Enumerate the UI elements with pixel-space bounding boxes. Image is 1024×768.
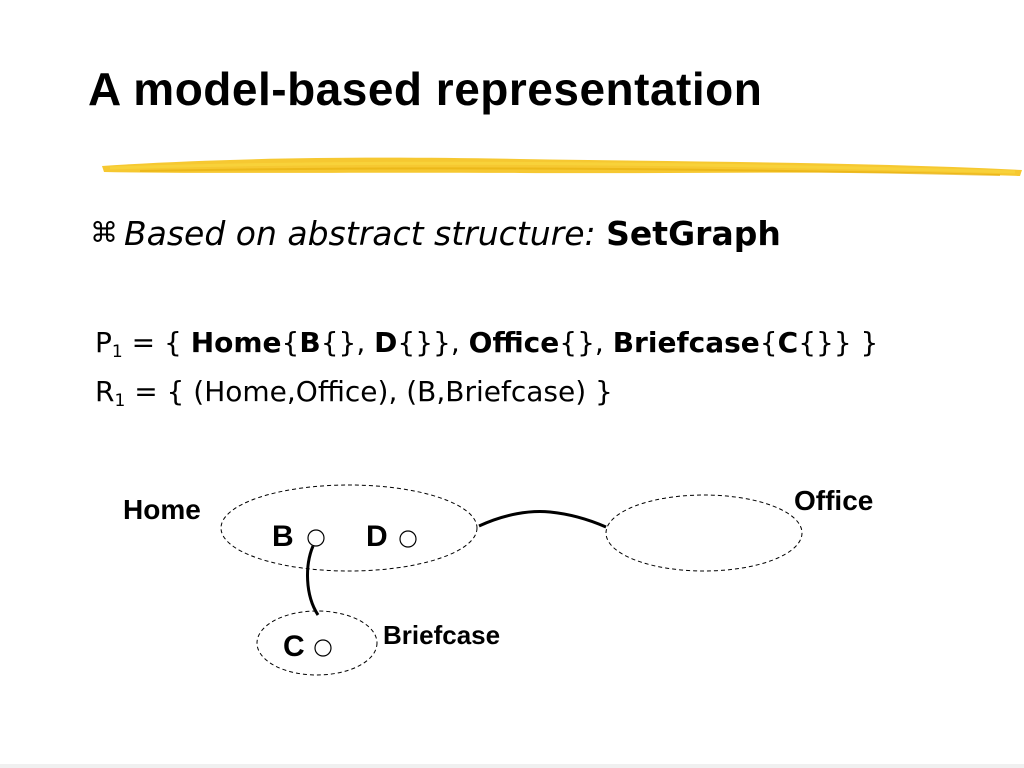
bottom-rule [0,764,1024,768]
formula-p-d: D [374,326,398,359]
bullet-z-icon: ⌘ [90,216,118,249]
briefcase-label: Briefcase [383,620,500,650]
formula-p-sub: 1 [111,342,123,362]
b-briefcase-edge [306,545,320,616]
formula-p-home: Home [190,326,282,359]
c-node-label: C [283,630,305,663]
home-label: Home [123,494,201,525]
formula-r-var: R [95,375,115,408]
formula-p-c: C [777,326,799,359]
office-set-ellipse [605,494,803,572]
b-node-label: B [272,520,294,553]
formula-p-brace-2: {}, [320,326,375,359]
formula-p-b: B [299,326,321,359]
formula-p-brace-4: {}, [559,326,613,359]
home-office-edge [478,510,607,529]
d-node-label: D [366,520,388,553]
b-node-circle [307,529,325,547]
bullet-item: ⌘Based on abstract structure: SetGraph [90,214,781,253]
office-label: Office [794,485,873,516]
d-node-circle [399,530,417,548]
formula-r-sub: 1 [114,391,126,411]
bullet-italic-text: Based on abstract structure: [124,214,596,253]
formula-p-brace-6: {}} } [798,326,879,359]
briefcase-set-ellipse [256,610,378,676]
formula-p-briefcase: Briefcase [612,326,760,359]
formula-p-var: P [95,326,112,359]
title-highlight-stroke [102,157,1022,176]
formula-p-eq: = { [122,326,191,359]
c-node-circle [314,639,332,657]
formula-r-rest: = { (Home,Office), (B,Briefcase) } [125,375,613,408]
formula-p-brace-5: { [759,326,778,359]
formula-p-brace-1: { [281,326,300,359]
bullet-bold-text: SetGraph [606,214,781,253]
formula-p1: P1 = { Home{B{}, D{}}, Office{}, Briefca… [95,326,878,362]
formula-p-brace-3: {}}, [397,326,469,359]
formula-r1: R1 = { (Home,Office), (B,Briefcase) } [95,375,613,411]
home-set-ellipse [220,484,478,572]
formula-p-office: Office [468,326,560,359]
slide-title: A model-based representation [88,63,763,115]
